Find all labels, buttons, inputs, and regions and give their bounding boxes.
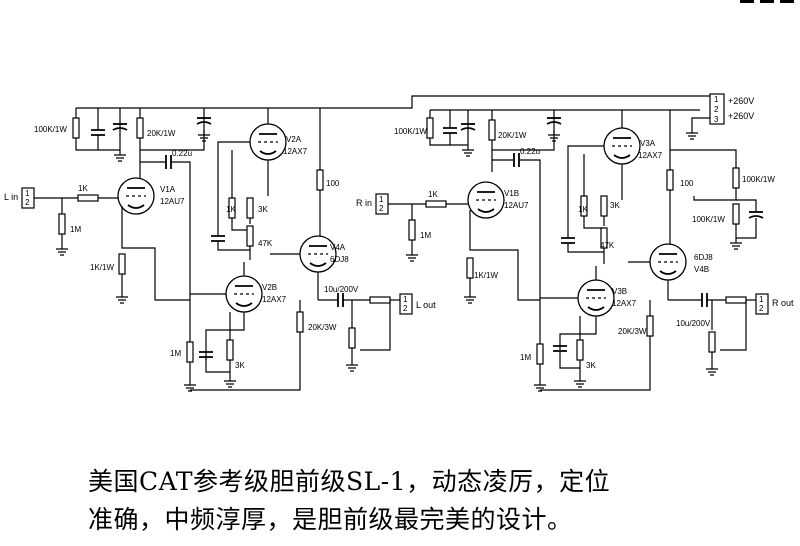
component-label: 12AX7 [283, 147, 308, 156]
component-label: 100 [326, 179, 340, 188]
component-label: 2 [759, 304, 764, 313]
supply-label-1: +260V [728, 96, 754, 106]
component-label: 0.22u [172, 149, 192, 158]
component-label: 1 [403, 295, 408, 304]
r-out-label: R out [772, 298, 794, 308]
left-channel: 1 2 3 +260V +260V 100K/1W 20K/1W 0.22u [4, 93, 754, 392]
component-label: 100K/1W [394, 127, 427, 136]
caption-line-2: 准确，中频淳厚，是胆前级最完美的设计。 [88, 505, 573, 534]
component-label: 100 [680, 179, 694, 188]
component-label: 1 [379, 195, 384, 204]
component-label: V4B [694, 265, 709, 274]
component-label: 1K [578, 205, 588, 214]
component-label: 100K/1W [742, 175, 775, 184]
component-label: 12AX7 [262, 295, 287, 304]
component-label: 0.22u [520, 147, 540, 156]
component-label: 1K/1W [474, 271, 498, 280]
component-label: 47K [258, 239, 273, 248]
component-label: 1K [226, 205, 236, 214]
component-label: 1M [520, 353, 531, 362]
component-label: 1 [759, 295, 764, 304]
component-label: 1K [428, 190, 438, 199]
component-label: 1 [714, 95, 719, 104]
component-label: 20K/1W [147, 129, 176, 138]
corner-mark [760, 0, 774, 3]
component-label: 20K/3W [618, 327, 647, 336]
component-label: 12AX7 [612, 299, 637, 308]
component-label: 1K/1W [90, 263, 114, 272]
right-channel: 100K/1W 20K/1W 0.22u 1 2 R in 1K 1M V1B … [356, 109, 794, 392]
component-label: V2B [262, 283, 277, 292]
l-out-label: L out [416, 300, 436, 310]
component-label: 3K [235, 361, 245, 370]
component-label: 1M [70, 225, 81, 234]
component-label: 3K [258, 205, 268, 214]
component-label: 6DJ8 [330, 255, 349, 264]
component-label: 2 [714, 105, 719, 114]
component-label: 3 [714, 115, 719, 124]
component-label: 100K/1W [692, 215, 725, 224]
supply-label-2: +260V [728, 111, 754, 121]
component-label: V4A [330, 243, 346, 252]
component-label: 1K [78, 184, 88, 193]
component-label: V2A [286, 135, 302, 144]
component-label: 12AU7 [160, 197, 185, 206]
component-label: V3B [612, 287, 627, 296]
component-label: 1 [25, 189, 30, 198]
component-label: 1M [420, 231, 431, 240]
component-label: 1M [170, 349, 181, 358]
component-label: V1B [504, 189, 519, 198]
l-in-label: L in [4, 192, 18, 202]
component-label: 2 [25, 198, 30, 207]
supply-connector: 1 2 3 +260V +260V [685, 93, 754, 140]
component-label: 100K/1W [34, 125, 67, 134]
component-label: 20K/3W [308, 323, 337, 332]
component-label: 2 [403, 304, 408, 313]
component-label: 12AU7 [504, 201, 529, 210]
component-label: V3A [640, 139, 656, 148]
component-label: 3K [610, 201, 620, 210]
component-label: V1A [160, 185, 176, 194]
component-label: 2 [379, 204, 384, 213]
corner-mark [780, 0, 794, 3]
r-in-label: R in [356, 198, 372, 208]
component-label: 12AX7 [638, 151, 663, 160]
component-label: 10u/200V [676, 319, 711, 328]
component-label: 10u/200V [324, 285, 359, 294]
component-label: 20K/1W [498, 131, 527, 140]
corner-mark [740, 0, 754, 3]
component-label: 6DJ8 [694, 253, 713, 262]
component-label: 47K [600, 241, 615, 250]
component-label: 3K [586, 361, 596, 370]
caption-line-1: 美国CAT参考级胆前级SL-1，动态凌厉，定位 [88, 467, 611, 496]
